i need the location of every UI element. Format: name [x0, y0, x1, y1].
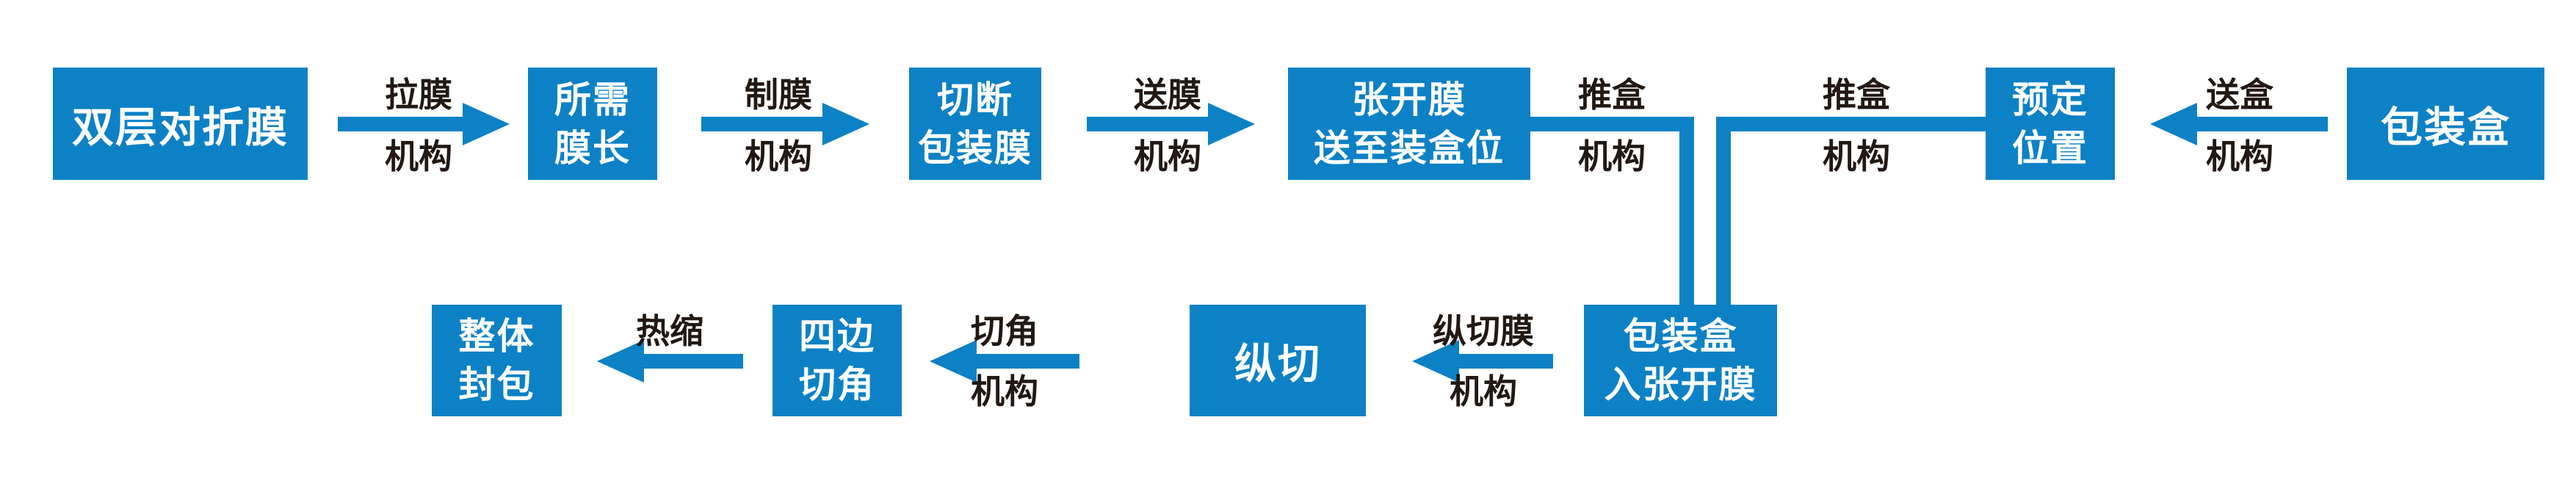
node-label-line2: 送至装盒位 — [1314, 127, 1505, 169]
connector-push-box-right-vertical — [1716, 117, 1731, 305]
node-label-line1: 四边 — [799, 316, 875, 357]
node-overall-sealing: 整体 封包 — [432, 305, 562, 416]
edge-label-corner-mech-top: 切角 — [971, 312, 1038, 350]
edge-label-make-film-bottom: 机构 — [745, 137, 812, 175]
node-label-line1: 整体 — [458, 316, 535, 357]
node-label-line1: 包装盒 — [1623, 316, 1738, 357]
node-label-line2: 位置 — [2012, 127, 2088, 169]
edge-label-corner-mech-bottom: 机构 — [971, 372, 1038, 410]
node-cut-packaging-film: 切断 包装膜 — [909, 68, 1041, 180]
node-label-line1: 预定 — [2012, 79, 2088, 120]
arrow-feed-film-right-icon — [1208, 103, 1255, 145]
node-label-line2: 入张开膜 — [1604, 364, 1757, 405]
edge-label-push-box-left-top: 推盒 — [1578, 76, 1646, 114]
arrow-make-film-shaft — [701, 117, 824, 131]
edge-label-feed-box-bottom: 机构 — [2206, 137, 2273, 175]
arrow-feed-box-shaft — [2196, 117, 2328, 131]
edge-label-push-box-right-bottom: 机构 — [1823, 137, 1890, 175]
node-label-line2: 切角 — [799, 364, 875, 405]
edge-label-feed-film-bottom: 机构 — [1134, 137, 1201, 175]
connector-push-box-right-horizontal — [1716, 117, 1986, 131]
edge-label-pull-film-bottom: 机构 — [385, 137, 452, 175]
arrow-heat-shrink-left-icon — [597, 340, 644, 383]
edge-label-feed-film-top: 送膜 — [1134, 76, 1201, 114]
arrow-feed-box-left-icon — [2150, 103, 2197, 145]
edge-label-push-box-left-bottom: 机构 — [1578, 137, 1646, 175]
node-open-film-to-boxing-position: 张开膜 送至装盒位 — [1288, 68, 1530, 180]
node-longitudinal-cut: 纵切 — [1190, 305, 1366, 416]
connector-push-box-left-horizontal — [1530, 117, 1694, 131]
edge-label-push-box-right-top: 推盒 — [1823, 76, 1890, 114]
edge-label-slit-film-bottom: 机构 — [1450, 372, 1517, 410]
edge-label-heat-shrink: 热缩 — [636, 312, 703, 350]
arrow-slit-film-left-icon — [1412, 340, 1459, 383]
node-four-side-corner-cut: 四边 切角 — [773, 305, 902, 416]
edge-label-make-film-top: 制膜 — [745, 76, 812, 114]
node-label-line1: 张开膜 — [1352, 79, 1466, 120]
node-box-into-opened-film: 包装盒 入张开膜 — [1584, 305, 1777, 416]
node-label-line2: 封包 — [458, 364, 535, 405]
node-required-film-length: 所需 膜长 — [528, 68, 657, 180]
node-label-line2: 包装膜 — [918, 127, 1032, 169]
edge-label-feed-box-top: 送盒 — [2206, 76, 2273, 114]
node-label-line1: 所需 — [554, 79, 631, 120]
node-label: 包装盒 — [2381, 104, 2511, 151]
node-preset-position: 预定 位置 — [1986, 68, 2115, 180]
node-label: 纵切 — [1234, 341, 1321, 388]
arrow-corner-mech-shaft — [975, 354, 1079, 369]
edge-label-pull-film-top: 拉膜 — [385, 76, 452, 114]
node-label-line2: 膜长 — [554, 127, 631, 169]
edge-label-slit-film-top: 纵切膜 — [1433, 312, 1534, 350]
node-double-layer-folded-film: 双层对折膜 — [53, 68, 308, 180]
arrow-slit-film-shaft — [1458, 354, 1553, 369]
node-label: 双层对折膜 — [72, 104, 289, 151]
arrow-make-film-right-icon — [822, 103, 869, 145]
arrow-heat-shrink-shaft — [643, 354, 743, 369]
node-packaging-box: 包装盒 — [2347, 68, 2544, 180]
arrow-feed-film-shaft — [1087, 117, 1209, 131]
node-label-line1: 切断 — [937, 79, 1013, 120]
arrow-corner-mech-left-icon — [930, 340, 977, 383]
connector-push-box-left-vertical — [1679, 117, 1694, 305]
arrow-pull-film-right-icon — [463, 103, 510, 145]
arrow-pull-film-shaft — [338, 117, 464, 131]
